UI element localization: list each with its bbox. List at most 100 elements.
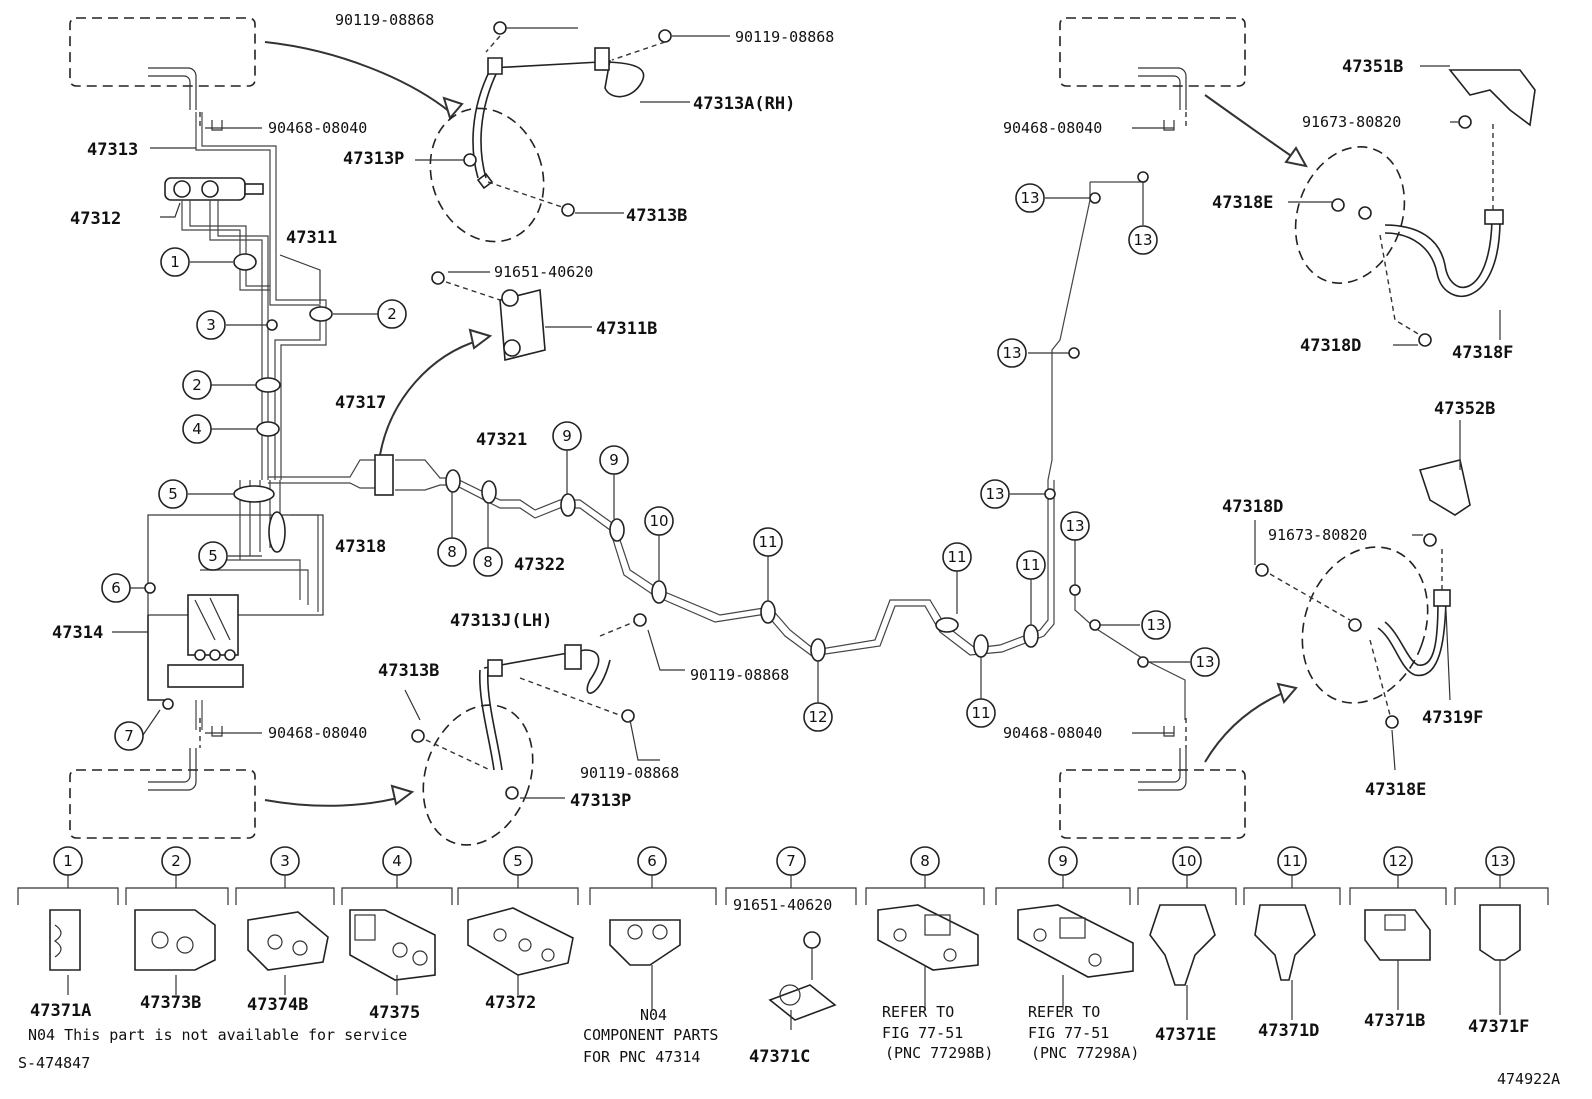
legend-part-47374B: 47374B — [247, 995, 308, 1015]
clip-47371D-drawing — [1254, 904, 1316, 981]
note-8-line-2: FIG 77-51 — [882, 1024, 963, 1042]
svg-text:5: 5 — [168, 485, 178, 503]
callout-11: 11 — [753, 527, 783, 557]
callout-13: 13 — [997, 338, 1027, 368]
svg-text:9: 9 — [609, 451, 619, 469]
clip-47371A-drawing — [49, 909, 81, 971]
callout-11: 11 — [1016, 550, 1046, 580]
label-bolt-91673-80820-a: 91673-80820 — [1302, 113, 1401, 131]
svg-text:2: 2 — [192, 376, 202, 394]
clip-REFER-77298B-drawing — [877, 904, 979, 971]
svg-text:10: 10 — [649, 512, 668, 530]
clip-REFER-77298A-drawing — [1017, 904, 1134, 978]
svg-text:6: 6 — [647, 852, 657, 870]
label-47317: 47317 — [335, 393, 386, 413]
clip-position-dot — [266, 319, 278, 331]
svg-text:7: 7 — [124, 727, 134, 745]
svg-text:13: 13 — [1133, 231, 1152, 249]
svg-text:6: 6 — [111, 579, 121, 597]
bolt-icon — [411, 729, 425, 743]
callout-8: 8 — [437, 537, 467, 567]
svg-text:13: 13 — [1146, 616, 1165, 634]
bolt-icon — [493, 21, 507, 35]
label-47313P-bottom: 47313P — [570, 791, 631, 811]
bolt-icon — [658, 29, 672, 43]
label-47319F: 47319F — [1422, 708, 1483, 728]
clip-position-oval — [445, 469, 461, 493]
svg-text:3: 3 — [206, 316, 216, 334]
callout-13: 13 — [1190, 647, 1220, 677]
arrow-rear-left-to-detail — [264, 795, 406, 807]
clip-position-dot — [162, 698, 174, 710]
clip-position-oval — [233, 485, 275, 503]
svg-text:13: 13 — [1195, 653, 1214, 671]
clip-position-oval — [256, 421, 280, 437]
label-47351B: 47351B — [1342, 57, 1403, 77]
svg-text:12: 12 — [1388, 852, 1407, 870]
reference-right: 474922A — [1497, 1070, 1560, 1088]
three-way-junction — [374, 454, 394, 496]
legend-part-47371F: 47371F — [1468, 1017, 1529, 1037]
legend-part-N04: N04 — [640, 1006, 667, 1024]
svg-text:13: 13 — [1490, 852, 1509, 870]
label-clip-90468-08040-a: 90468-08040 — [268, 119, 367, 137]
legend-part-47371B: 47371B — [1364, 1011, 1425, 1031]
clip-47374B-drawing — [247, 911, 329, 971]
front-right-hose-detail — [1294, 146, 1406, 284]
clip-position-dot — [1089, 192, 1101, 204]
front-right-area-box — [1059, 17, 1246, 87]
legend-callout-5: 5 — [503, 846, 533, 876]
bolt-icon — [633, 613, 647, 627]
legend-part-refer-to-8: REFER TO — [882, 1003, 954, 1021]
clip-position-oval — [651, 580, 667, 604]
label-47311: 47311 — [286, 228, 337, 248]
label-47322: 47322 — [514, 555, 565, 575]
label-47313J: 47313J(LH) — [450, 611, 552, 631]
svg-text:11: 11 — [971, 704, 990, 722]
clip-position-dot — [144, 582, 156, 594]
clip-position-oval — [1023, 624, 1039, 648]
svg-text:7: 7 — [786, 852, 796, 870]
label-bolt-91673-80820-b: 91673-80820 — [1268, 526, 1367, 544]
label-47313B-bottom: 47313B — [378, 661, 439, 681]
svg-text:2: 2 — [387, 305, 397, 323]
legend-callout-3: 3 — [270, 846, 300, 876]
label-clip-90468-08040-b: 90468-08040 — [268, 724, 367, 742]
label-clip-90468-08040-d: 90468-08040 — [1003, 724, 1102, 742]
bolt-icon — [621, 709, 635, 723]
svg-text:5: 5 — [513, 852, 523, 870]
note-6-line-3: FOR PNC 47314 — [583, 1048, 700, 1066]
callout-2: 2 — [182, 370, 212, 400]
legend-part-47375: 47375 — [369, 1003, 420, 1023]
clip-position-oval — [481, 480, 497, 504]
svg-text:4: 4 — [392, 852, 402, 870]
label-47312: 47312 — [70, 209, 121, 229]
callout-10: 10 — [644, 506, 674, 536]
legend-callout-13: 13 — [1485, 846, 1515, 876]
bolt-icon — [1255, 563, 1269, 577]
legend-callout-4: 4 — [382, 846, 412, 876]
rear-left-hose-detail — [422, 704, 534, 846]
svg-text:5: 5 — [208, 547, 218, 565]
label-47313B-top: 47313B — [626, 206, 687, 226]
legend-callout-8: 8 — [910, 846, 940, 876]
label-47313A: 47313A(RH) — [693, 94, 795, 114]
arrow-front-left-to-detail — [264, 41, 451, 113]
note-9-line-2: FIG 77-51 — [1028, 1024, 1109, 1042]
callout-13: 13 — [1060, 511, 1090, 541]
clip-position-oval — [760, 600, 776, 624]
svg-text:8: 8 — [483, 553, 493, 571]
legend-part-47372: 47372 — [485, 993, 536, 1013]
callout-2: 2 — [377, 299, 407, 329]
clip-position-oval — [810, 638, 826, 662]
legend-callout-7: 7 — [776, 846, 806, 876]
bolt-icon — [1458, 115, 1472, 129]
legend-part-47373B: 47373B — [140, 993, 201, 1013]
svg-text:9: 9 — [1058, 852, 1068, 870]
legend-callout-1: 1 — [53, 846, 83, 876]
callout-13: 13 — [1015, 183, 1045, 213]
clip-position-oval — [935, 617, 959, 633]
clip-position-oval — [560, 493, 576, 517]
legend-bolt-91651-40620: 91651-40620 — [733, 896, 832, 914]
